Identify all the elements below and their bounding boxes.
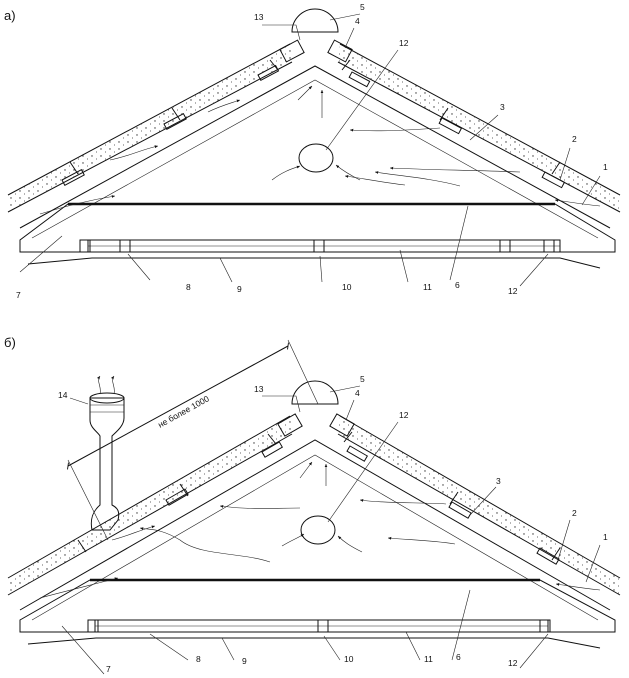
panel-b-callout-8: 8 [196, 654, 201, 664]
panel-a-roof-covering [7, 43, 621, 213]
panel-a-callout-12-top: 12 [399, 38, 409, 48]
panel-b-callout-4: 4 [355, 388, 360, 398]
panel-a-callout-7: 7 [16, 290, 21, 300]
panel-a-callout-1: 1 [603, 162, 608, 172]
panel-b-callout-2: 2 [572, 508, 577, 518]
panel-a-callout-11: 11 [423, 282, 432, 292]
panel-b-vent-pipe [89, 375, 125, 531]
panel-a-battens [61, 64, 566, 189]
panel-b: б) [4, 335, 621, 675]
panel-a-ridge-vent-left [279, 39, 305, 63]
panel-b-callout-12-bottom: 12 [508, 658, 518, 668]
panel-a-gable-vent [298, 143, 334, 173]
panel-b-gable-vent [300, 515, 336, 545]
panel-a-callout-12-bottom: 12 [508, 286, 518, 296]
panel-b-dimension-label: не более 1000 [156, 393, 211, 429]
panel-a-callout-3: 3 [500, 102, 505, 112]
panel-b-callout-12-top: 12 [399, 410, 409, 420]
panel-a-insulation [19, 203, 616, 253]
panel-a-callout-8: 8 [186, 282, 191, 292]
panel-b-callout-7: 7 [106, 664, 111, 674]
panel-a-callouts: 1 2 3 4 5 13 12 7 8 9 10 11 6 12 [16, 2, 608, 300]
panel-a-inner-slope [19, 65, 611, 229]
panel-a-ridge-vent-right [327, 39, 353, 63]
panel-a-callout-9: 9 [237, 284, 242, 294]
panel-a-callout-10: 10 [342, 282, 352, 292]
panel-a-callout-13: 13 [254, 12, 264, 22]
panel-b-ridge-cap [291, 380, 339, 405]
panel-b-callout-6: 6 [456, 652, 461, 662]
panel-a-callout-5: 5 [360, 2, 365, 12]
panel-a-callout-4: 4 [355, 16, 360, 26]
panel-b-callout-13: 13 [254, 384, 264, 394]
panel-b-callout-5: 5 [360, 374, 365, 384]
panel-a-leaders [19, 13, 601, 287]
panel-a-label: а) [4, 8, 16, 23]
panel-b-callout-14: 14 [58, 390, 68, 400]
panel-a-callout-6: 6 [455, 280, 460, 290]
panel-b-leaders [61, 385, 601, 675]
panel-b-callout-9: 9 [242, 656, 247, 666]
panel-b-ridge-vent-right [329, 413, 355, 437]
panel-a-airflow-arrows [39, 85, 601, 215]
panel-a: а) [4, 2, 621, 300]
panel-b-label: б) [4, 335, 16, 350]
panel-b-callouts: 1 2 3 4 5 13 12 14 7 8 9 10 11 6 12 [58, 374, 608, 674]
panel-b-inner-slope [19, 439, 611, 611]
panel-b-callout-1: 1 [603, 532, 608, 542]
panel-b-callout-11: 11 [424, 654, 433, 664]
panel-b-callout-10: 10 [344, 654, 354, 664]
panel-a-ridge-cap [291, 8, 339, 33]
panel-b-callout-3: 3 [496, 476, 501, 486]
panel-b-airflow-arrows [39, 461, 601, 599]
panel-a-callout-2: 2 [572, 134, 577, 144]
